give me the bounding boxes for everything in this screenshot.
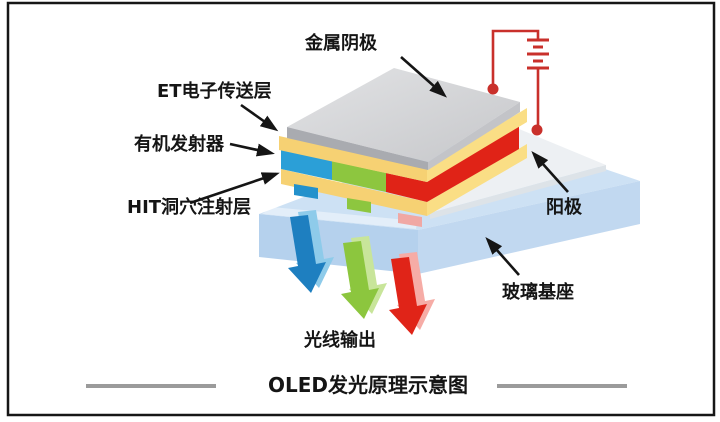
hit-front-left [281,169,427,216]
anode-contact-dot [531,124,543,136]
green-tab [347,198,371,213]
pink-tab [398,213,422,227]
hit-arrow [189,172,280,205]
cathode-label: 金属阴极 [304,32,378,54]
emitter-arrow [229,142,275,157]
red-light-arrow [389,257,427,335]
blue-light-arrow [288,215,326,293]
cathode-front-left-face [287,127,428,170]
hit-front-right [427,144,527,216]
emitter-green-face [332,161,386,192]
anode-front-face [430,165,606,219]
light-output-label: 光线输出 [303,329,376,351]
electron-transport-layer [279,108,527,182]
battery-circuit [487,29,549,136]
glass-front-right-face [418,181,640,274]
annotation-arrows [189,56,569,276]
divider-line-left [86,384,216,388]
hole-injection-layer [281,144,527,216]
et-front-right [427,108,527,182]
cathode-top-face [287,68,520,162]
frame-border [6,1,716,417]
battery-icon [527,38,549,70]
et-arrow [240,103,279,132]
blue-tab [294,184,318,199]
emitter-blue-face [281,150,332,180]
et-front-left [279,136,427,182]
glass-label: 玻璃基座 [502,281,574,303]
emitter-label: 有机发射器 [134,133,225,155]
anode-arrow [531,151,569,193]
emitter-red-face-right [427,125,519,202]
circuit-wire-top [491,29,540,89]
cathode-front-right-face [428,102,520,170]
hit-label: HIT洞穴注射层 [127,196,251,218]
emitter-red-face-left [386,173,427,202]
anode-label: 阳极 [546,197,583,218]
metal-cathode-layer [287,68,520,170]
divider-line-right [497,384,627,388]
et-label: ET电子传送层 [157,80,272,102]
rgb-tabs [294,184,422,227]
cathode-contact-dot [487,83,499,95]
cathode-arrow [400,56,447,98]
green-light-arrow [341,241,379,319]
light-output-arrows [288,210,435,335]
diagram-title: OLED发光原理示意图 [268,373,468,397]
glass-arrow [485,237,520,276]
